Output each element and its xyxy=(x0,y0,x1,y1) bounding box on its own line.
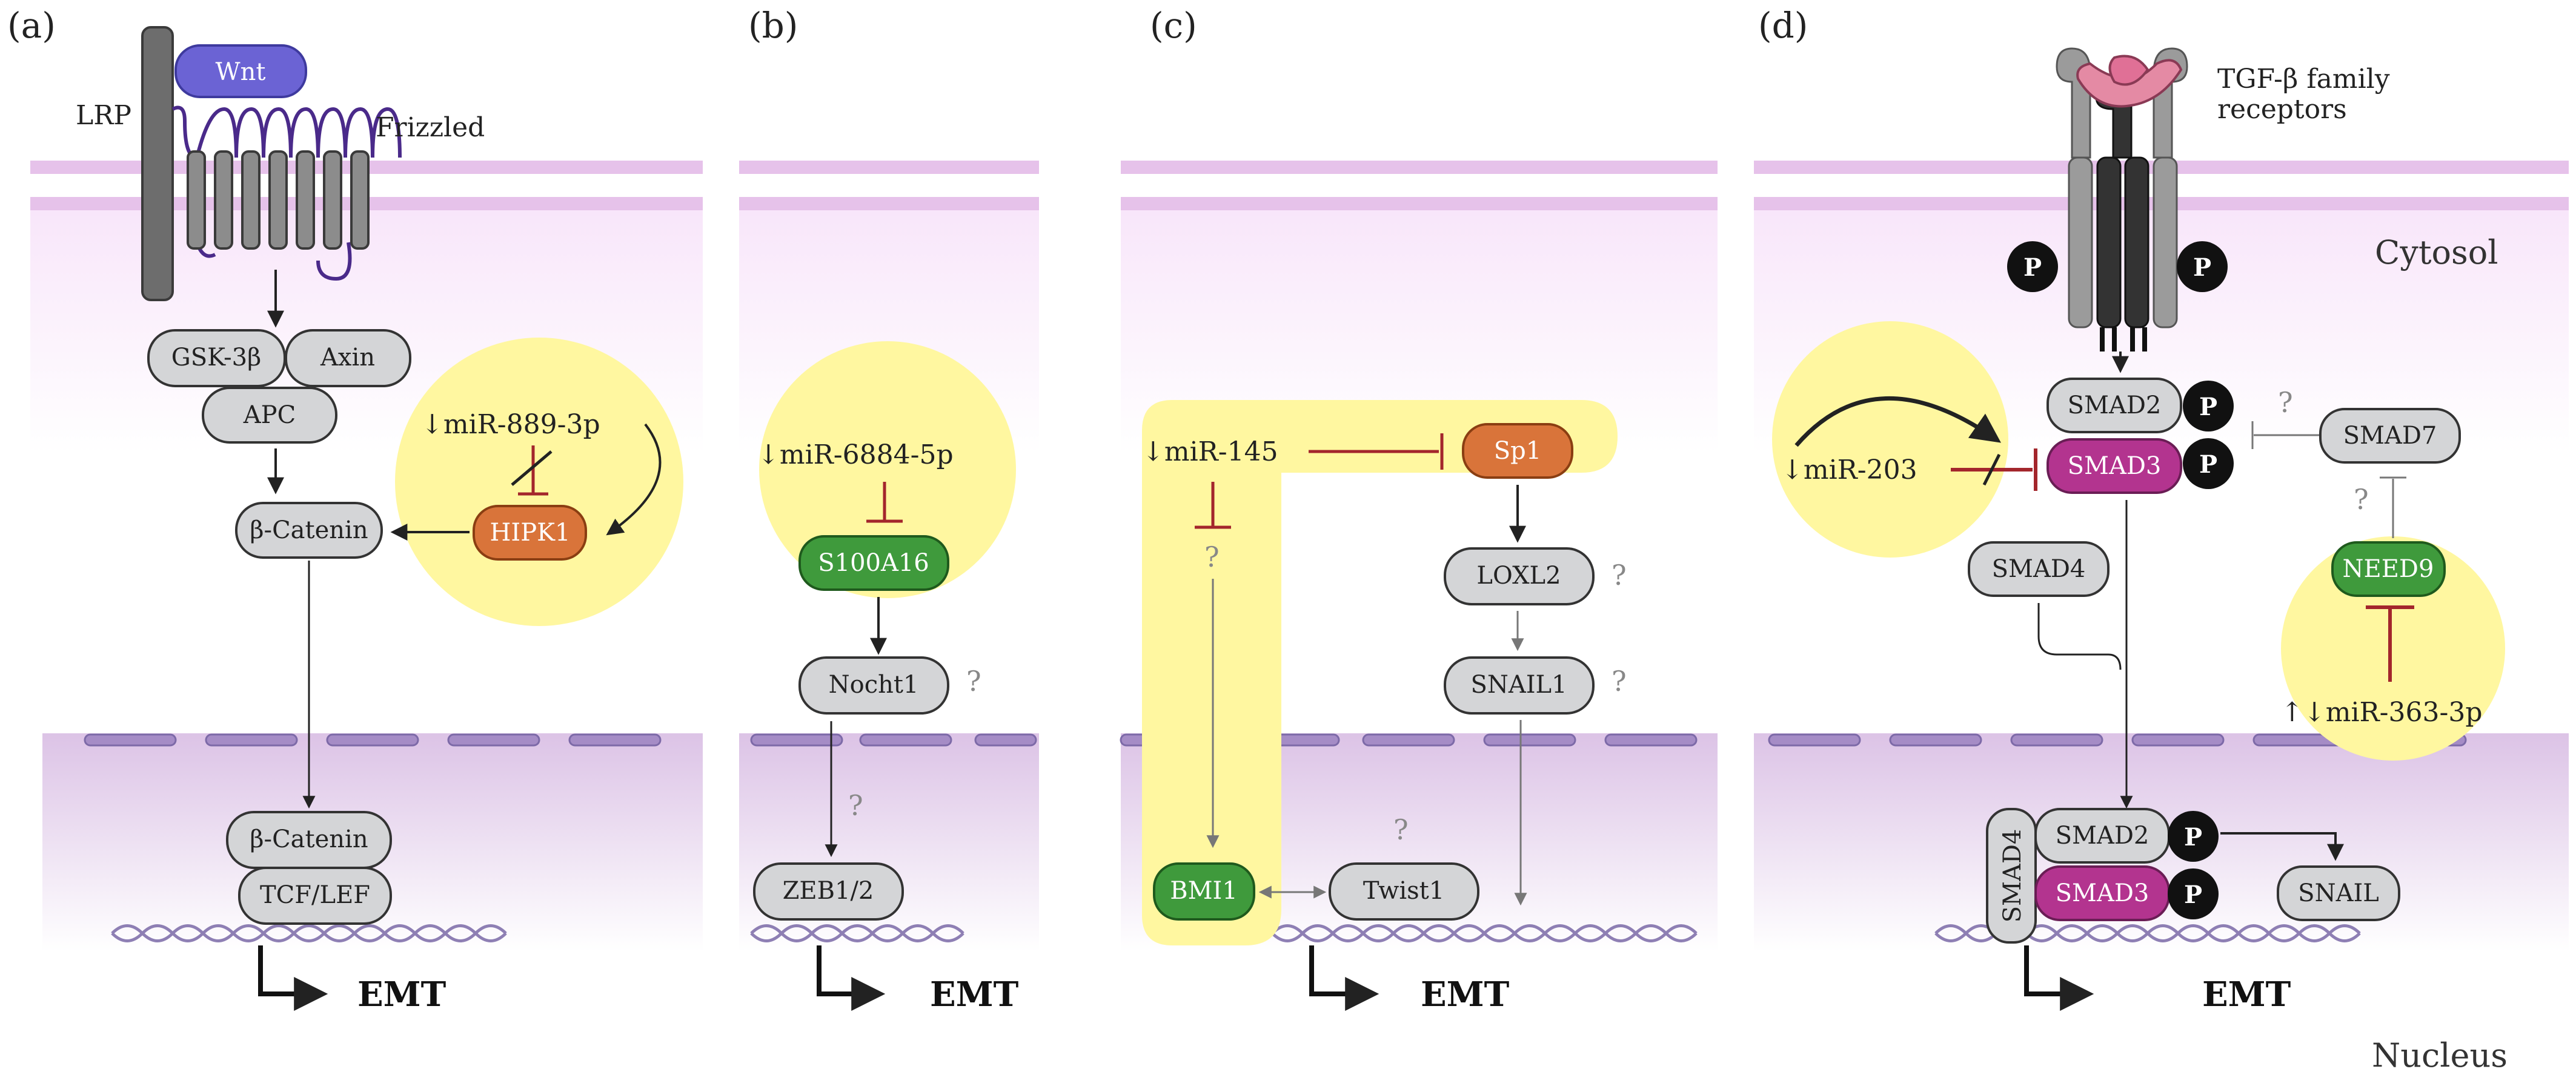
beta-catenin-node xyxy=(235,502,383,559)
zeb12-node xyxy=(753,862,904,921)
apc-label: APC xyxy=(243,401,296,429)
tcf-lef-label: TCF/LEF xyxy=(260,881,370,909)
smad2-p xyxy=(2183,381,2234,432)
lrp-label: LRP xyxy=(76,100,131,131)
twist1-question: ? xyxy=(1393,813,1409,846)
mir363-highlight xyxy=(2281,536,2505,761)
smad3-p xyxy=(2183,438,2234,489)
tgf-beta-receptors xyxy=(2056,47,2188,352)
panel-a-label: (a) xyxy=(7,5,56,46)
panel-d-emt: EMT xyxy=(2202,975,2291,1015)
snail1-question: ? xyxy=(1612,665,1627,698)
receptor-p-right-label: P xyxy=(2193,253,2211,282)
twist1-label: Twist1 xyxy=(1363,877,1444,905)
mir203-label: ↓miR-203 xyxy=(1781,455,1917,485)
receptors-label-line2: receptors xyxy=(2217,94,2347,125)
smad3-nuclear-label: SMAD3 xyxy=(2056,879,2149,907)
apc-node xyxy=(202,387,337,444)
smad4-node xyxy=(1968,541,2110,597)
wnt-node xyxy=(174,44,307,98)
panel-d: (d) TGF-β family receptors P P Cytosol xyxy=(1758,5,2508,1075)
mir145-highlight xyxy=(1142,400,1618,945)
smad3-nuclear-p xyxy=(2168,868,2219,919)
smad2-label: SMAD2 xyxy=(2068,392,2162,419)
smad4-nuclear-label: SMAD4 xyxy=(1999,829,2027,923)
s100a16-label: S100A16 xyxy=(818,549,929,577)
smad4-nuclear-node xyxy=(1986,808,2037,944)
mir6884-highlight xyxy=(759,341,1016,598)
need9-label: NEED9 xyxy=(2343,555,2434,583)
hipk1-node xyxy=(473,505,587,561)
smad2-node xyxy=(2047,378,2182,433)
smad3-p-label: P xyxy=(2199,450,2217,479)
panel-a: (a) LRP Wnt Frizzled GSK-3β Axin APC xyxy=(7,5,683,1015)
smad2-nuclear-label: SMAD2 xyxy=(2056,822,2149,850)
snail-label: SNAIL xyxy=(2298,879,2379,907)
receptor-p-left xyxy=(2007,241,2058,292)
nocht1-node xyxy=(798,656,949,715)
s100a16-node xyxy=(798,535,949,591)
smad7-label: SMAD7 xyxy=(2343,422,2437,450)
beta-catenin-label: β-Catenin xyxy=(250,516,368,544)
smad2-nuclear-p-label: P xyxy=(2184,823,2202,851)
tcf-lef-node xyxy=(238,867,392,925)
bmi1-question: ? xyxy=(1204,541,1220,573)
snail1-label: SNAIL1 xyxy=(1470,671,1567,699)
frizzled-label: Frizzled xyxy=(376,112,485,143)
snail-node xyxy=(2277,865,2400,921)
panel-b-emt: EMT xyxy=(930,975,1019,1015)
sp1-label: Sp1 xyxy=(1494,437,1541,465)
wnt-label: Wnt xyxy=(216,58,266,86)
receptor-p-right xyxy=(2177,241,2228,292)
bmi1-label: BMI1 xyxy=(1170,877,1238,905)
zeb12-label: ZEB1/2 xyxy=(783,877,874,905)
smad3-label: SMAD3 xyxy=(2068,452,2162,480)
panel-b: (b) ↓miR-6884-5p S100A16 Nocht1 ? ? ZEB1… xyxy=(748,5,1019,1015)
receptor-p-left-label: P xyxy=(2023,253,2042,282)
mir889-highlight xyxy=(395,338,683,626)
axin-label: Axin xyxy=(320,344,375,372)
need9-question: ? xyxy=(2354,483,2369,516)
mir889-label: ↓miR-889-3p xyxy=(421,409,600,440)
loxl2-node xyxy=(1444,547,1595,605)
receptors-label-line1: TGF-β family xyxy=(2217,64,2390,95)
nocht1-question: ? xyxy=(966,665,981,698)
twist1-node xyxy=(1329,862,1479,921)
mir145-label: ↓miR-145 xyxy=(1142,436,1278,467)
nucleus-label: Nucleus xyxy=(2372,1036,2508,1075)
smad7-question: ? xyxy=(2278,386,2293,419)
bmi1-node xyxy=(1153,862,1255,921)
panel-c-label: (c) xyxy=(1150,5,1197,46)
panel-b-label: (b) xyxy=(748,5,798,46)
panel-c-emt: EMT xyxy=(1421,975,1510,1015)
frizzled-receptor xyxy=(171,105,402,281)
smad3-nuclear-p-label: P xyxy=(2184,881,2202,909)
smad7-node xyxy=(2319,408,2461,464)
beta-catenin-nuclear-label: β-Catenin xyxy=(250,825,368,853)
need9-node xyxy=(2331,541,2446,597)
gsk3b-label: GSK-3β xyxy=(171,344,261,372)
snail1-node xyxy=(1444,656,1595,715)
panel-a-emt: EMT xyxy=(357,975,446,1015)
loxl2-question: ? xyxy=(1612,559,1627,591)
smad2-nuclear-p xyxy=(2168,811,2219,862)
zeb-question: ? xyxy=(848,789,863,822)
panel-c: (c) ↓miR-145 Sp1 ? LOXL2 ? SNAIL1 ? BMI1… xyxy=(1142,5,1627,1015)
smad4-label: SMAD4 xyxy=(1992,555,2086,583)
hipk1-label: HIPK1 xyxy=(490,519,571,547)
loxl2-label: LOXL2 xyxy=(1476,562,1561,590)
nocht1-label: Nocht1 xyxy=(829,671,919,699)
mir6884-label: ↓miR-6884-5p xyxy=(757,439,954,470)
panel-d-label: (d) xyxy=(1758,5,1808,46)
lrp-receptor xyxy=(141,26,174,301)
nuclear-envelope xyxy=(84,733,2467,747)
cytosol-label: Cytosol xyxy=(2375,233,2498,272)
mir203-highlight xyxy=(1772,321,2008,558)
smad3-node xyxy=(2047,438,2182,494)
axin-node xyxy=(285,329,411,387)
sp1-node xyxy=(1462,423,1573,479)
smad2-p-label: P xyxy=(2199,393,2217,421)
mir363-label: ↑↓miR-363-3p xyxy=(2281,697,2483,728)
